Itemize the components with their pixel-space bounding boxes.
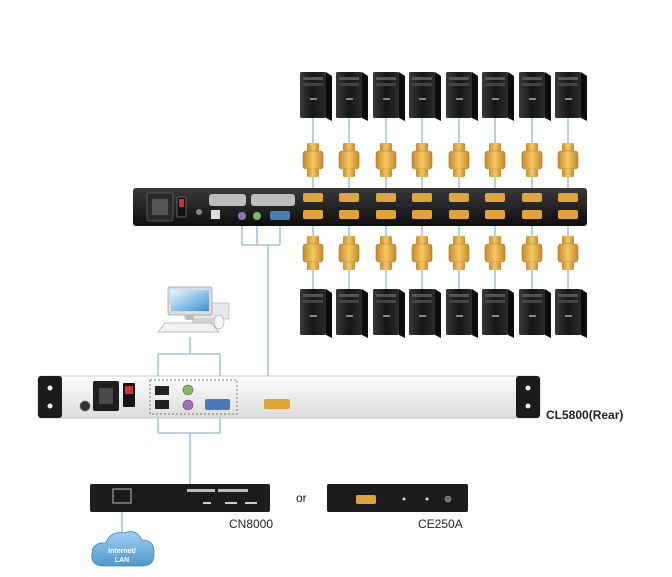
- right-rack-ear: [516, 376, 540, 418]
- kvm-port: [339, 193, 359, 202]
- top-computer-icon: [446, 72, 478, 121]
- top-computer-icon: [409, 72, 441, 121]
- kvm-daisy-chain-port: [264, 399, 290, 409]
- db37-port-2: [251, 194, 295, 206]
- cn8000-device: [90, 484, 270, 512]
- kvm-port: [376, 193, 396, 202]
- top-computer-icon: [555, 72, 587, 121]
- console-port-group: [149, 379, 238, 415]
- lan-port: [112, 488, 132, 504]
- ground-terminal: [79, 400, 91, 412]
- bottom-computer-icon: [519, 289, 551, 338]
- bottom-kvm-cable-icon: [302, 236, 324, 270]
- keyboard-icon: [157, 322, 220, 333]
- kvm-port: [412, 210, 432, 219]
- ce250a-label: CE250A: [418, 517, 463, 531]
- kvm-port: [522, 210, 542, 219]
- bottom-computer-icon: [446, 289, 478, 338]
- console-workstation: [157, 286, 230, 333]
- top-kvm-cable-icon: [484, 143, 506, 177]
- top-kvm-cable-icon: [557, 143, 579, 177]
- kvm-port: [558, 193, 578, 202]
- usb-port-2: [155, 400, 169, 409]
- kvm-port: [558, 210, 578, 219]
- cloud-label-line1: Internet/: [108, 548, 136, 555]
- vga-console-port: [270, 211, 290, 220]
- top-computer-icon: [482, 72, 514, 121]
- top-kvm-cable-icon: [411, 143, 433, 177]
- kvm-port: [376, 210, 396, 219]
- ps2-mouse-port-rear: [182, 384, 194, 396]
- bottom-computer-icon: [336, 289, 368, 338]
- cn8000-label: CN8000: [229, 517, 273, 531]
- bottom-computer-icon: [555, 289, 587, 338]
- vga-port-rear: [205, 399, 230, 410]
- bottom-computer-icon: [482, 289, 514, 338]
- bottom-cable-row: [302, 236, 579, 270]
- ground-screw: [196, 209, 202, 215]
- kvm-port: [303, 193, 323, 202]
- kvm-port: [449, 210, 469, 219]
- bottom-kvm-cable-icon: [557, 236, 579, 270]
- kvm-port: [485, 193, 505, 202]
- bottom-kvm-cable-icon: [448, 236, 470, 270]
- top-computer-icon: [519, 72, 551, 121]
- ps2-keyboard-port-rear: [182, 399, 194, 411]
- bottom-kvm-cable-icon: [484, 236, 506, 270]
- kvm-rack-unit: [133, 188, 587, 226]
- top-kvm-cable-icon: [448, 143, 470, 177]
- bottom-computer-icon: [373, 289, 405, 338]
- kvm-port: [449, 193, 469, 202]
- top-computer-row: [300, 72, 587, 121]
- cl5800-rear-unit: [37, 375, 541, 419]
- cloud-label-line2: LAN: [115, 557, 129, 564]
- bottom-computer-row: [300, 289, 587, 338]
- bottom-kvm-cable-icon: [338, 236, 360, 270]
- top-computer-icon: [336, 72, 368, 121]
- rj45-port: [211, 210, 220, 219]
- ce250a-device: [327, 484, 468, 512]
- top-kvm-cable-icon: [375, 143, 397, 177]
- kvm-port: [339, 210, 359, 219]
- kvm-port-bank: [303, 193, 578, 219]
- kvm-rear-label: CL5800(Rear): [546, 408, 623, 422]
- top-kvm-cable-icon: [338, 143, 360, 177]
- kvm-port: [412, 193, 432, 202]
- ps2-mouse-port: [253, 212, 261, 220]
- bottom-kvm-cable-icon: [411, 236, 433, 270]
- ce250a-kvm-port: [356, 495, 376, 504]
- ps2-keyboard-port: [238, 212, 246, 220]
- top-kvm-cable-icon: [302, 143, 324, 177]
- kvm-port: [522, 193, 542, 202]
- bottom-kvm-cable-icon: [521, 236, 543, 270]
- kvm-port: [485, 210, 505, 219]
- top-computer-icon: [300, 72, 332, 121]
- cloud-icon: [91, 531, 155, 567]
- usb-port-1: [155, 386, 169, 395]
- top-computer-icon: [373, 72, 405, 121]
- internet-lan-cloud: Internet/ LAN: [91, 531, 155, 567]
- top-kvm-cable-icon: [521, 143, 543, 177]
- bottom-computer-icon: [409, 289, 441, 338]
- mouse-icon: [213, 314, 225, 330]
- bottom-kvm-cable-icon: [375, 236, 397, 270]
- kvm-port: [303, 210, 323, 219]
- left-rack-ear: [38, 376, 62, 418]
- or-label: or: [296, 491, 307, 505]
- db37-port-1: [209, 194, 246, 206]
- bottom-computer-icon: [300, 289, 332, 338]
- top-cable-row: [302, 143, 579, 177]
